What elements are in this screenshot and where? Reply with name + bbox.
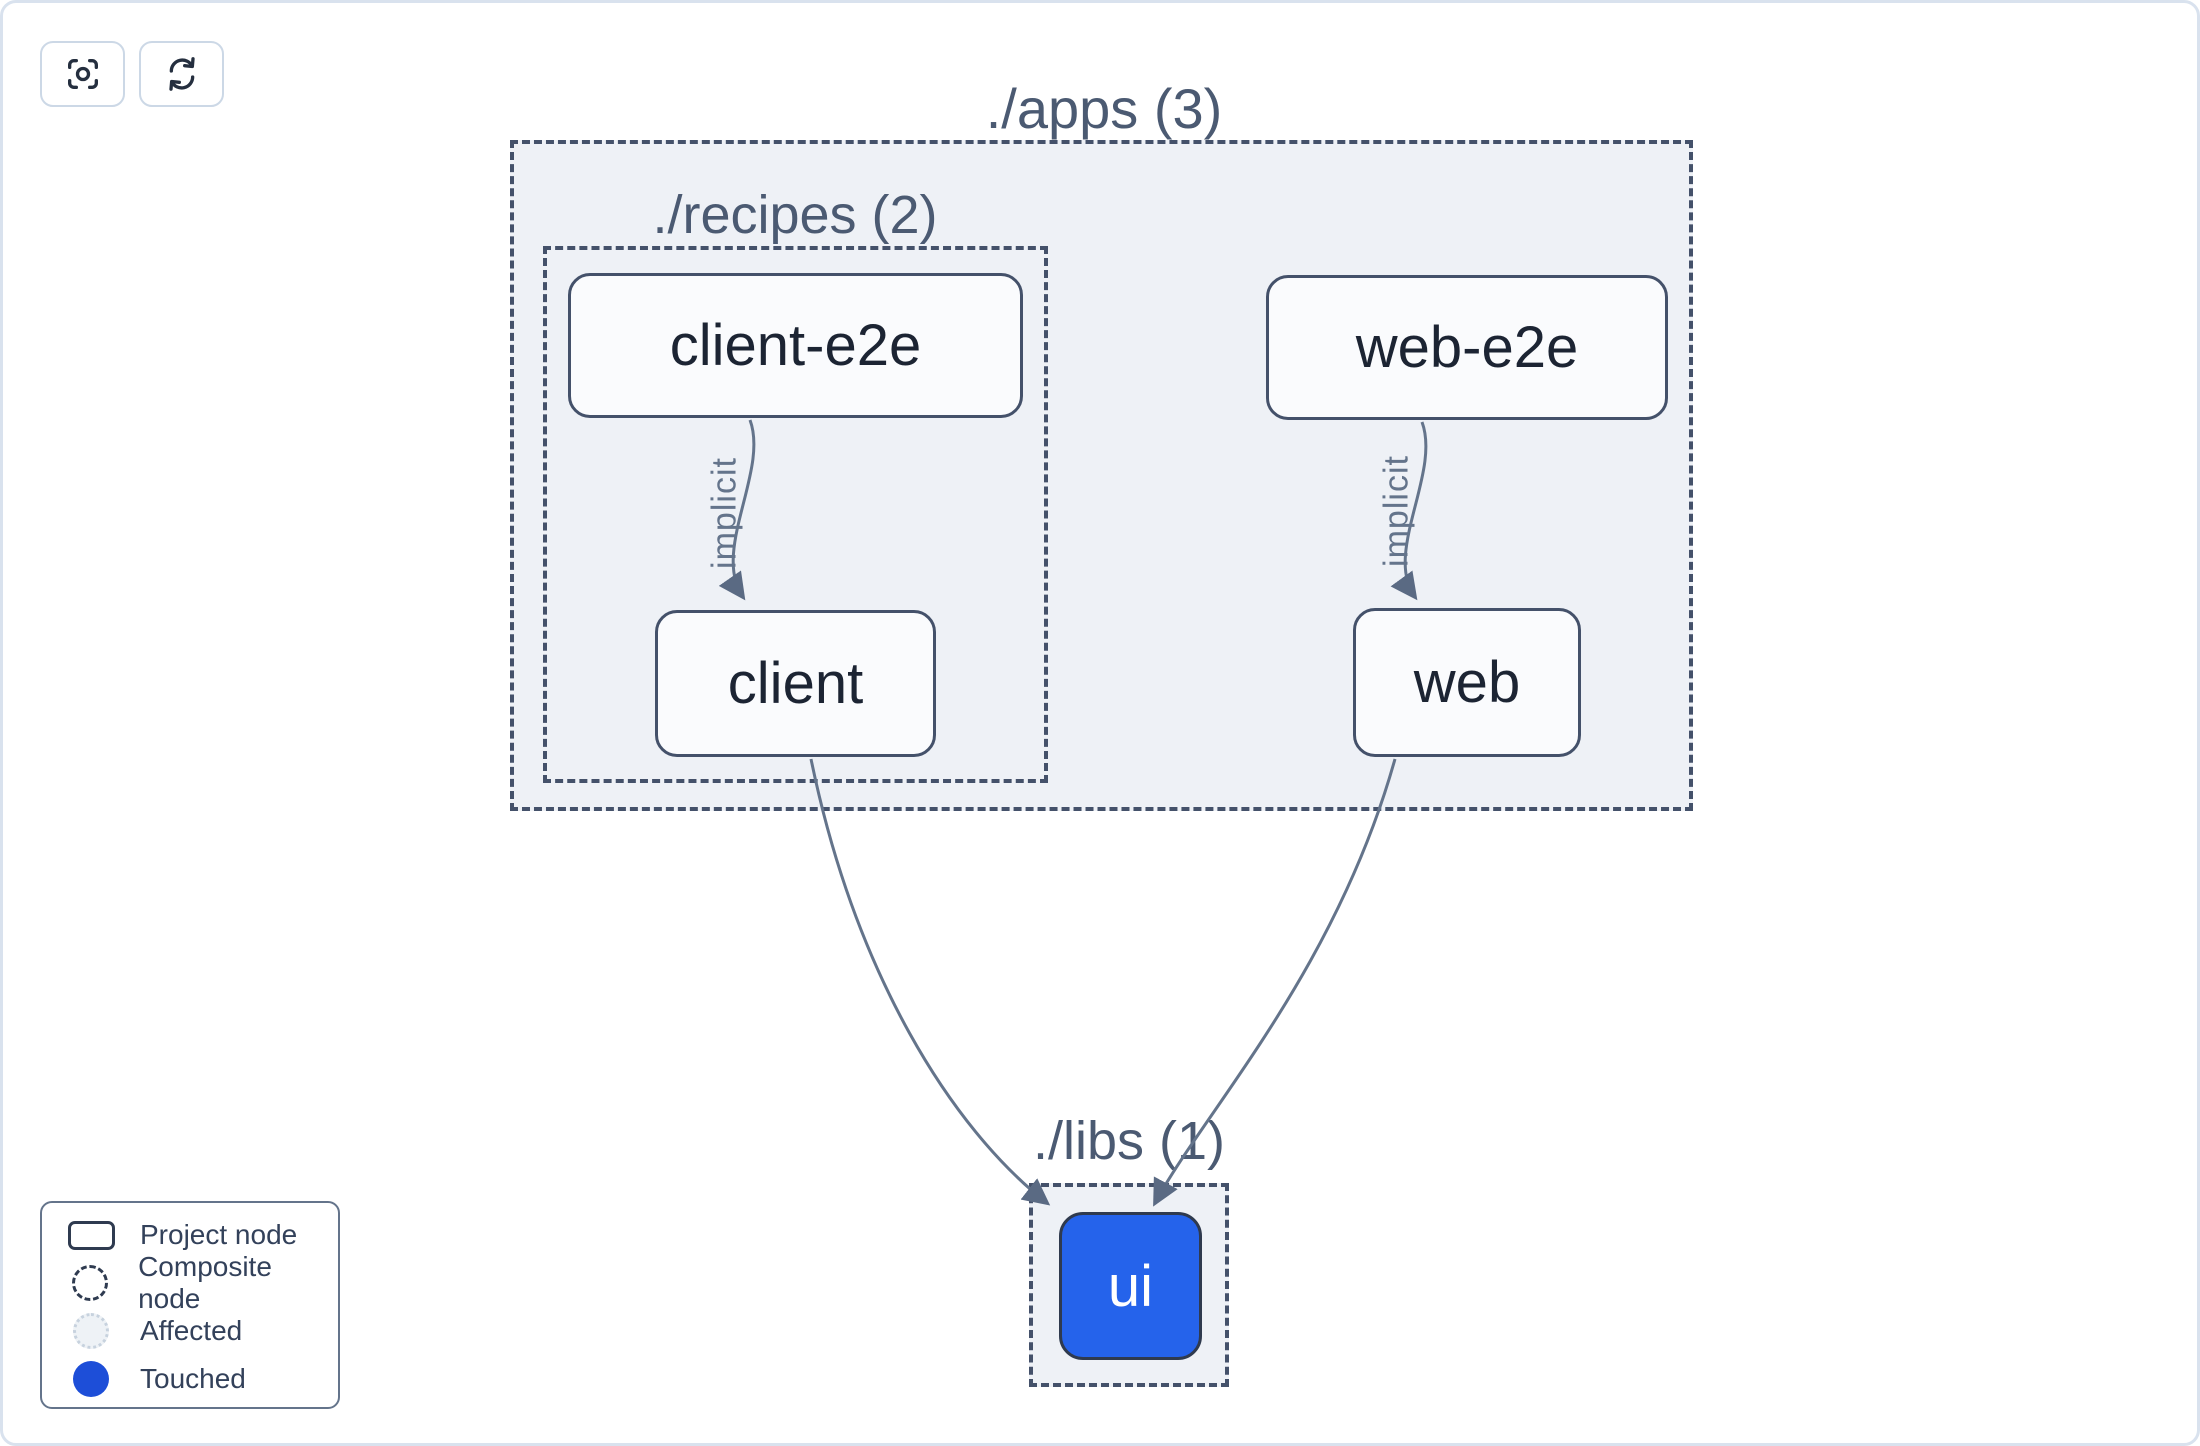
container-libs-label: ./libs (1): [1032, 1111, 1226, 1171]
container-apps-label: ./apps (3): [985, 77, 1223, 140]
crosshair-focus-icon: [63, 54, 103, 94]
project-node-swatch: [67, 1220, 115, 1250]
edge-label-implicit-web: implicit: [1377, 455, 1416, 567]
edge-client-to-ui[interactable]: [809, 758, 1051, 1206]
legend-item-affected: Affected: [42, 1307, 338, 1355]
edge-web-e2e-to-web[interactable]: [1390, 421, 1428, 601]
composite-node-swatch: [72, 1265, 109, 1301]
legend-item-composite-node: Composite node: [42, 1251, 338, 1314]
refresh-graph-button[interactable]: [139, 41, 224, 107]
legend-label: Project node: [140, 1219, 298, 1250]
node-client-e2e[interactable]: client-e2e: [568, 273, 1023, 418]
container-recipes-label: ./recipes (2): [652, 185, 938, 245]
legend-label: Affected: [140, 1315, 243, 1346]
affected-swatch: [73, 1313, 109, 1349]
legend-label: Composite node: [138, 1251, 272, 1314]
center-view-button[interactable]: [40, 41, 125, 107]
edge-label-implicit-client: implicit: [705, 457, 744, 569]
node-client[interactable]: client: [655, 610, 936, 757]
legend-item-touched: Touched: [42, 1355, 338, 1403]
node-web[interactable]: web: [1353, 608, 1581, 757]
edge-client-e2e-to-client[interactable]: [718, 419, 756, 601]
legend-label: Touched: [140, 1363, 246, 1394]
edges-layer: [718, 419, 1428, 1207]
touched-swatch: [73, 1361, 109, 1397]
legend-item-project-node: Project node: [42, 1211, 338, 1259]
node-ui[interactable]: ui: [1059, 1212, 1202, 1360]
legend: Project node Composite node Affected Tou…: [40, 1201, 340, 1409]
refresh-cycle-icon: [162, 54, 202, 94]
edge-web-to-ui[interactable]: [1153, 758, 1397, 1207]
node-web-e2e[interactable]: web-e2e: [1266, 275, 1668, 420]
